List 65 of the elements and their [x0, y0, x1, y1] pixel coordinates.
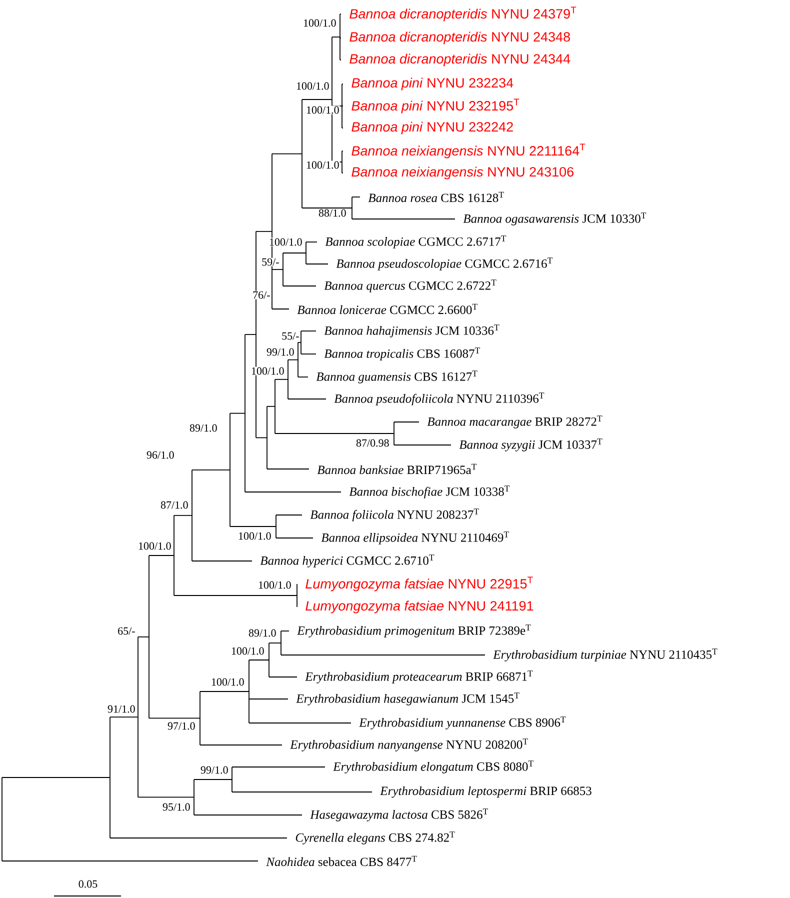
support-value: 100/1.0	[258, 580, 292, 590]
taxon-label: Bannoa guamensis CBS 16127$^{T}$	[316, 370, 478, 384]
taxon-label: Erythrobasidium nanyangense NYNU 208200$^{T}$	[290, 738, 528, 752]
taxon-label: Erythrobasidium leptospermi BRIP 66853	[380, 786, 592, 798]
taxon-label: Bannoa lonicerae CGMCC 2.6600$^{T}$	[297, 304, 478, 314]
scale-bar: 0.05	[54, 880, 122, 896]
support-value: 100/1.0	[210, 678, 245, 686]
taxon-label: Bannoa bischofiae JCM 10338$^{T}$	[349, 486, 510, 498]
taxon-label: Bannoa macarangae BRIP 28272$^{T}$	[427, 416, 602, 428]
support-value: 89/1.0	[189, 424, 218, 432]
support-value: 100/1.0	[296, 82, 330, 90]
taxon-label: Bannoa scolopiae CGMCC 2.6717$^{T}$	[325, 236, 506, 248]
support-value: 87/1.0	[160, 500, 189, 510]
taxon-label: Bannoa pini NYNU 232234	[352, 78, 514, 90]
support-value: 95/1.0	[162, 802, 191, 812]
support-value: 89/1.0	[248, 628, 277, 638]
support-value: 99/1.0	[266, 348, 295, 356]
support-value: 88/1.0	[318, 208, 347, 218]
taxon-label: Bannoa ogasawarensis JCM 10330$^{T}$	[463, 212, 646, 226]
taxon-label: Bannoa foliicola NYNU 208237$^{T}$	[310, 508, 479, 522]
support-value: 100/1.0	[302, 18, 337, 28]
taxon-label: Erythrobasidium yunnanense CBS 8906$^{T}$	[359, 716, 566, 730]
support-value: 100/1.0	[268, 238, 303, 246]
support-value: 87/0.98	[356, 438, 390, 448]
support-value: 100/1.0	[250, 366, 285, 376]
taxon-label: Bannoa ellipsoidea NYNU 2110469$^{T}$	[321, 532, 509, 544]
taxon-label: Erythrobasidium hasegawianum JCM 1545$^{T}$	[296, 692, 520, 706]
taxon-label: Erythrobasidium turpiniae NYNU 2110435$^{T}$	[493, 648, 718, 662]
taxon-label: Bannoa hahajimensis JCM 10336$^{T}$	[324, 324, 500, 338]
taxon-label: Bannoa hyperici CGMCC 2.6710$^{T}$	[260, 554, 434, 568]
support-value: 100/1.0	[306, 160, 340, 170]
support-value: 100/1.0	[238, 532, 272, 540]
support-value: 100/1.0	[306, 106, 340, 114]
support-value: 100/1.0	[138, 542, 172, 550]
taxon-label: Bannoa quercus CGMCC 2.6722$^{T}$	[324, 280, 496, 292]
taxon-label: Bannoa dicranopteridis NYNU 24379$^{T}$	[350, 6, 576, 22]
support-value: 99/1.0	[200, 766, 229, 774]
taxon-label: Bannoa pini NYNU 232195$^{T}$	[352, 98, 520, 114]
support-value: 55/-	[281, 332, 300, 340]
taxon-label: Hasegawazyma lactosa CBS 5826$^{T}$	[310, 808, 488, 822]
taxon-label: Naohidea sebacea CBS 8477$^{T}$	[266, 856, 417, 866]
taxon-label: Bannoa neixiangensis NYNU 243106	[352, 166, 574, 180]
taxon-label: Bannoa neixiangensis NYNU 2211164$^{T}$	[352, 144, 586, 158]
taxon-label: Cyrenella elegans CBS 274.82$^{T}$	[296, 832, 455, 844]
support-value: 59/-	[261, 258, 280, 266]
taxon-label: Bannoa dicranopteridis NYNU 24348	[350, 32, 570, 44]
taxon-label: Bannoa tropicalis CBS 16087$^{T}$	[324, 348, 480, 360]
taxon-label: Bannoa banksiae BRIP71965a$^{T}$	[317, 464, 477, 474]
taxon-label: Erythrobasidium proteacearum BRIP 66871$^{T}$	[305, 670, 533, 684]
support-value: 100/1.0	[230, 646, 265, 656]
taxon-label: Bannoa rosea CBS 16128$^{T}$	[368, 192, 504, 202]
taxon-label: Bannoa dicranopteridis NYNU 24344	[350, 54, 570, 66]
taxon-label: Lumyongozyma fatsiae NYNU 241191	[306, 600, 534, 614]
taxon-label: Lumyongozyma fatsiae NYNU 22915$^{T}$	[306, 576, 533, 592]
support-value: 96/1.0	[146, 450, 175, 460]
support-value: 97/1.0	[167, 722, 196, 730]
taxon-label: Erythrobasidium primogenitum BRIP 72389e$^{T}$	[297, 624, 531, 638]
taxon-label: Bannoa pseudoscolopiae CGMCC 2.6716$^{T}$	[336, 258, 552, 270]
support-value: 76/-	[252, 290, 271, 300]
taxon-label: Erythrobasidium elongatum CBS 8080$^{T}$	[333, 760, 534, 774]
support-value: 91/1.0	[107, 704, 136, 714]
taxon-label: Bannoa pini NYNU 232242	[352, 122, 513, 134]
support-value: 65/-	[117, 626, 136, 636]
taxon-label: Bannoa syzygii JCM 10337$^{T}$	[459, 438, 602, 452]
taxon-label: Bannoa pseudofoliicola NYNU 2110396$^{T}$	[334, 392, 544, 406]
